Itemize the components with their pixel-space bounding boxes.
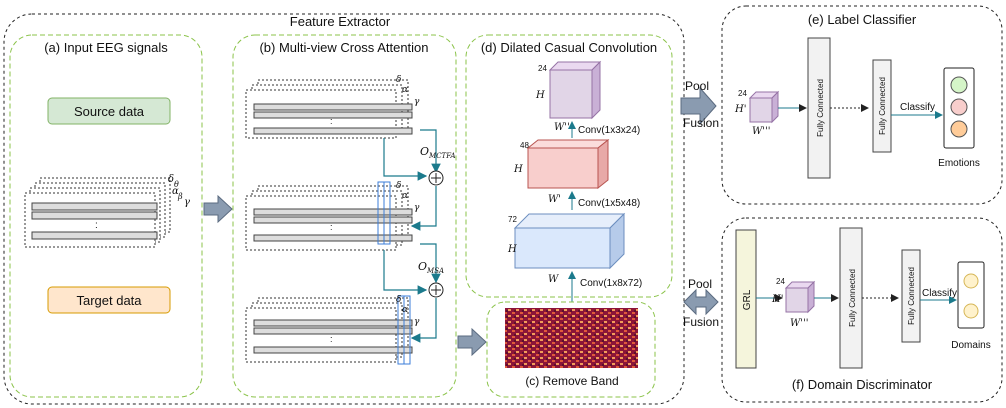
panel-b <box>232 34 457 398</box>
domain-cube-w: W''' <box>790 318 809 329</box>
panel-b-title: (b) Multi-view Cross Attention <box>259 40 428 55</box>
conv-block-24-w: W'' <box>554 122 570 133</box>
band-delta-b1: δ <box>396 75 401 85</box>
pool-label-top: Pool <box>685 79 709 93</box>
remove-band-heatmap <box>505 308 638 368</box>
label-fc2 <box>872 59 892 153</box>
domain-cube-depth: 24 <box>776 277 785 286</box>
band-beta-a: β <box>177 192 183 201</box>
panel-a <box>9 34 203 398</box>
pool-label-bottom: Pool <box>688 277 712 291</box>
svg-text::: : <box>330 116 333 126</box>
band-delta-b3: δ <box>396 295 401 305</box>
band-alpha-a: α <box>172 186 179 197</box>
band-alpha-b2: α <box>402 191 408 201</box>
conv-block-24 <box>548 60 602 120</box>
conv-block-48-h: H <box>513 164 523 175</box>
emotion-orange-icon <box>950 120 968 138</box>
grl-block <box>735 229 757 369</box>
conv-block-72-label: Conv(1x8x72) <box>580 278 642 289</box>
domain-fc2-text: Fully Connected <box>907 267 916 325</box>
domain-fc1-text: Fully Connected <box>848 269 857 327</box>
band-alpha-b1: α <box>402 85 408 95</box>
panel-c <box>486 301 656 398</box>
band-delta-a: δ <box>168 174 174 185</box>
feature-extractor-title: Feature Extractor <box>290 14 391 29</box>
conv-block-48-label: Conv(1x5x48) <box>578 198 640 209</box>
source-data-box <box>47 97 171 125</box>
label-classifier-title: (e) Label Classifier <box>808 12 917 27</box>
eeg-signal-stack-b3: : <box>245 295 413 365</box>
emotions-label: Emotions <box>938 158 980 169</box>
target-data-label: Target data <box>76 293 142 308</box>
grl-text: GRL <box>742 289 753 310</box>
band-alpha-b3: α <box>402 305 408 315</box>
eeg-signal-stack-b1: : <box>245 79 413 139</box>
conv-block-72 <box>513 212 626 270</box>
domain-cube-h: H' <box>771 294 783 305</box>
svg-text::: : <box>330 222 333 232</box>
band-gamma-b1: γ <box>414 97 420 107</box>
domain-classify-text: Classify <box>922 288 957 299</box>
conv-block-72-depth: 72 <box>508 215 517 224</box>
fusion-label-bottom: Fusion <box>683 315 719 329</box>
label-cube <box>748 90 780 124</box>
label-classify-text: Classify <box>900 102 935 113</box>
conv-block-48-w: W' <box>548 194 561 205</box>
attention-connectors <box>383 129 441 343</box>
band-delta-b2: δ <box>396 181 401 191</box>
label-fc2-text: Fully Connected <box>878 77 887 135</box>
band-gamma-a: γ <box>184 197 190 208</box>
conv-block-48-depth: 48 <box>520 141 529 150</box>
domain-cube <box>784 280 816 314</box>
domain-yellow-icon-2 <box>963 303 979 319</box>
conv-block-72-w: W <box>548 274 559 285</box>
o-mctfa-label: OMCTFA <box>420 145 456 160</box>
block-arrow-icon <box>680 86 717 126</box>
source-data-label: Source data <box>74 104 145 119</box>
block-arrow-icon <box>457 327 487 357</box>
conv-block-48 <box>526 138 610 190</box>
eeg-signal-stack-a: : <box>24 177 171 248</box>
panel-a-title: (a) Input EEG signals <box>44 40 168 55</box>
domains-label: Domains <box>951 340 990 351</box>
panel-d <box>465 34 673 298</box>
domain-yellow-icon-1 <box>963 273 979 289</box>
eeg-signal-stack-b2: : <box>245 181 413 251</box>
label-cube-depth: 24 <box>738 89 747 98</box>
band-gamma-b2: γ <box>414 203 420 213</box>
band-theta-a: θ <box>174 180 179 189</box>
domain-fc2 <box>901 249 921 343</box>
conv-block-72-h: H <box>507 244 517 255</box>
panel-d-title: (d) Dilated Casual Convolution <box>481 40 657 55</box>
emotion-red-icon <box>950 98 968 116</box>
domain-discriminator-title: (f) Domain Discriminator <box>792 377 933 392</box>
fusion-label-top: Fusion <box>683 116 719 130</box>
domain-discriminator-box <box>721 217 1003 403</box>
o-msa-label: OMSA <box>418 260 444 275</box>
block-arrow-icon <box>203 194 233 224</box>
label-fc1-text: Fully Connected <box>816 79 825 137</box>
emotion-green-icon <box>950 76 968 94</box>
band-gamma-b3: γ <box>414 317 420 327</box>
svg-text::: : <box>95 220 98 231</box>
label-cube-w: W''' <box>752 126 771 137</box>
label-classifier-box <box>721 5 1003 205</box>
target-data-box <box>47 286 171 314</box>
panel-c-title: (c) Remove Band <box>525 374 618 388</box>
label-cube-h: H' <box>734 104 746 115</box>
feature-extractor-box <box>3 13 685 405</box>
conv-block-24-h: H <box>535 90 545 101</box>
conv-block-24-depth: 24 <box>538 64 547 73</box>
conv-block-24-label: Conv(1x3x24) <box>578 125 640 136</box>
svg-text::: : <box>330 334 333 344</box>
double-arrow-icon <box>683 288 719 316</box>
